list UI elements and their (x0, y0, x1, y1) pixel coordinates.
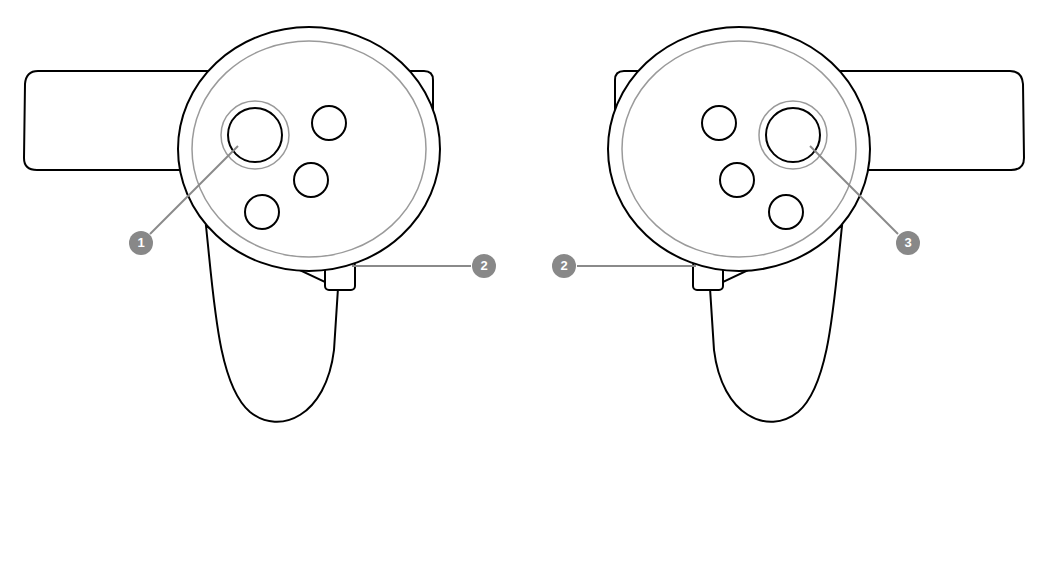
right-controller (608, 27, 1024, 422)
leader-line (352, 265, 471, 267)
callout-number: 3 (896, 231, 920, 255)
callout-circle (472, 254, 496, 278)
callout-circle (129, 231, 153, 255)
callout-number: 1 (129, 231, 153, 255)
left-controller (24, 27, 440, 422)
callout-circle (552, 254, 576, 278)
leader-line (150, 146, 238, 234)
leader-line (810, 146, 898, 234)
callout-circle (896, 231, 920, 255)
callout-number: 2 (552, 254, 576, 278)
callout-number: 2 (472, 254, 496, 278)
leader-line (577, 265, 696, 267)
